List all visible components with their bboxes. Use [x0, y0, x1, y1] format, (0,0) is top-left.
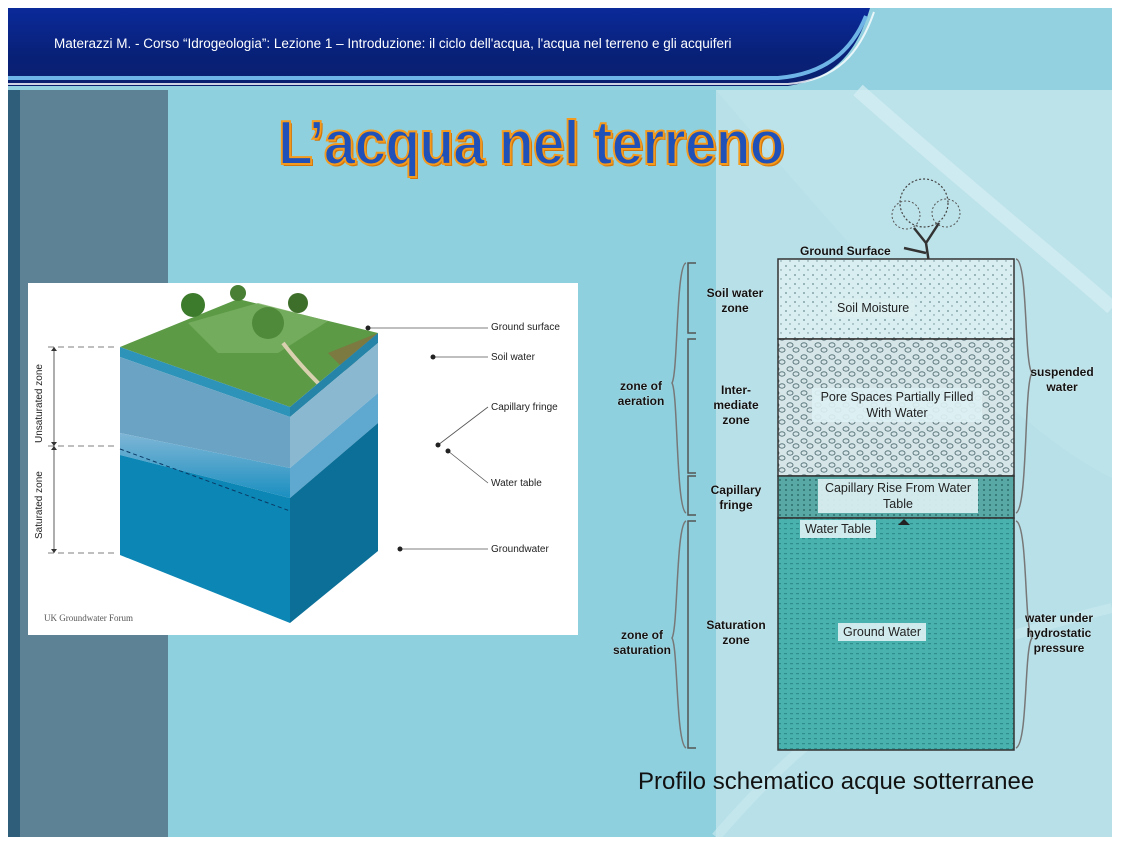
profile-drawing: [671, 178, 1033, 751]
label-unsaturated-zone: Unsaturated zone: [34, 364, 45, 443]
label-capillary-rise: Capillary Rise From Water Table: [818, 479, 978, 513]
label-ground-water: Ground Water: [838, 623, 927, 641]
label-capillary-fringe-right: Capillary fringe: [710, 483, 762, 512]
label-saturated-zone: Saturated zone: [34, 471, 45, 539]
header-text: Materazzi M. - Corso “Idrogeologia”: Lez…: [54, 36, 732, 51]
label-suspended-water: suspended water: [1030, 365, 1094, 394]
label-ground-surface-right: Ground Surface: [800, 244, 891, 258]
label-water-under-pressure: water under hydrostatic pressure: [1024, 611, 1093, 655]
label-saturation-zone: Saturation zone: [706, 618, 766, 647]
label-intermediate-zone: Inter- mediate zone: [713, 383, 759, 427]
label-soil-moisture: Soil Moisture: [832, 299, 915, 317]
label-capillary-fringe: Capillary fringe: [491, 402, 558, 413]
soil-block-drawing: [48, 285, 489, 623]
figure-caption: Profilo schematico acque sotterranee: [638, 768, 1035, 795]
label-soil-water-zone: Soil water zone: [706, 286, 764, 315]
label-groundwater: Groundwater: [491, 544, 549, 555]
label-ground-surface: Ground surface: [491, 322, 560, 333]
figure-credit: UK Groundwater Forum: [44, 613, 133, 623]
label-water-table: Water table: [491, 478, 542, 489]
label-zone-of-saturation: zone of saturation: [612, 628, 671, 657]
slide: Materazzi M. - Corso “Idrogeologia”: Lez…: [8, 8, 1112, 837]
header-banner: [8, 8, 875, 86]
groundwater-profile-figure: Ground Surface Soil water zone zone of a…: [604, 173, 1104, 758]
sidebar-dark-stripe: [8, 90, 20, 837]
label-soil-water: Soil water: [491, 352, 535, 363]
tree-icon: [891, 178, 961, 276]
soil-block-figure: Ground surface Soil water Capillary frin…: [28, 283, 578, 635]
label-water-table-right: Water Table: [800, 520, 877, 538]
label-zone-of-aeration: zone of aeration: [617, 379, 665, 408]
page-title: L’acqua nel terreno: [277, 108, 785, 179]
label-pore-spaces: Pore Spaces Partially Filled With Water: [812, 388, 982, 422]
